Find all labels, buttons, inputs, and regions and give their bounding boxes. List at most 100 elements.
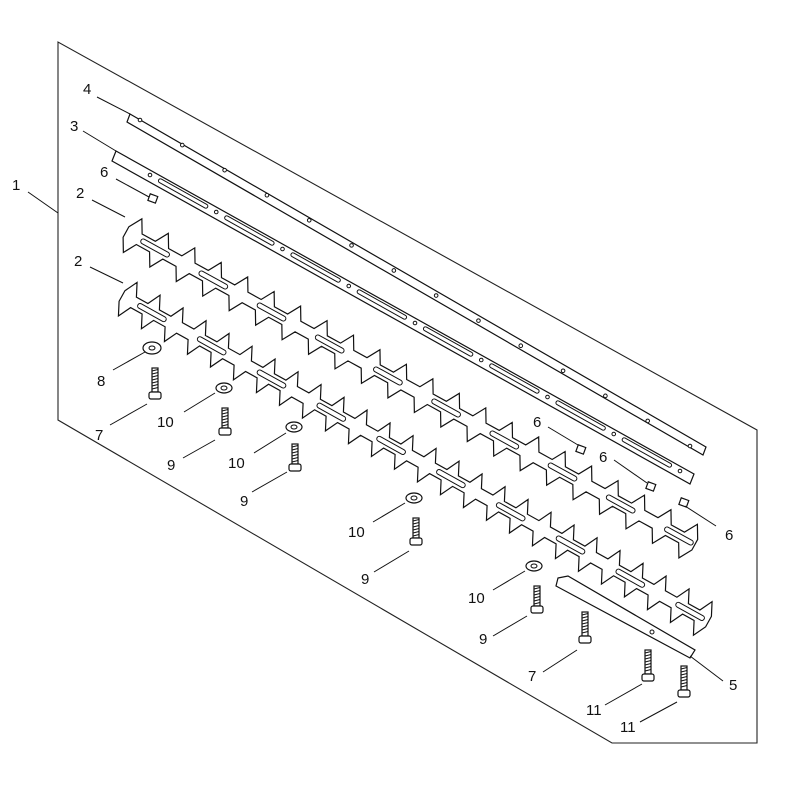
blade-slot xyxy=(198,270,229,290)
callout-9-c: 9 xyxy=(361,571,369,588)
lower-blade-part-2 xyxy=(117,281,713,637)
callout-6-a: 6 xyxy=(100,164,108,181)
blade-slot xyxy=(495,502,526,522)
blade-slot xyxy=(675,601,705,621)
blade-slot xyxy=(256,369,287,389)
strip-hole xyxy=(306,218,312,223)
blade-body xyxy=(117,281,713,637)
blade-slot xyxy=(256,302,287,322)
plate-hole xyxy=(412,320,418,326)
blade-slot xyxy=(376,435,406,455)
strip-hole xyxy=(645,418,650,424)
bolt-part-7-a xyxy=(148,367,162,400)
callout-4: 4 xyxy=(83,81,91,98)
blade-slot xyxy=(489,430,520,450)
bolt-part-9-d xyxy=(530,585,544,614)
blade-slot xyxy=(547,462,578,482)
blade-slot xyxy=(555,535,586,555)
lower-bar-part-5 xyxy=(555,575,696,659)
washer-part-10-d xyxy=(525,560,543,572)
callout-10-d: 10 xyxy=(468,590,485,607)
strip-hole xyxy=(518,343,524,348)
callout-8: 8 xyxy=(97,373,105,390)
callout-1: 1 xyxy=(12,177,20,194)
plate-slot xyxy=(621,437,673,468)
washer-part-10-b xyxy=(285,421,303,433)
callout-3: 3 xyxy=(70,118,78,135)
bolt-part-11-a xyxy=(641,649,655,682)
callout-10-b: 10 xyxy=(228,455,245,472)
callout-11-a: 11 xyxy=(586,702,602,719)
callout-labels: 1 4 3 6 2 2 8 7 10 9 10 9 6 6 6 10 9 10 … xyxy=(12,81,737,736)
nut-part-6-c xyxy=(645,481,657,492)
blade-slot xyxy=(436,469,466,489)
bolt-part-9-b xyxy=(288,443,302,472)
callout-7-a: 7 xyxy=(95,427,103,444)
plate-slot xyxy=(555,400,606,431)
plate-hole xyxy=(213,209,219,215)
blade-slot xyxy=(140,238,170,258)
strip-hole xyxy=(433,293,439,298)
plate-slot xyxy=(157,178,209,209)
callout-5: 5 xyxy=(729,677,737,694)
callout-10-a: 10 xyxy=(157,414,174,431)
callout-2-a: 2 xyxy=(76,185,84,202)
blade-slot xyxy=(314,334,345,354)
washer-part-10-a xyxy=(215,382,233,394)
strip-hole xyxy=(391,268,397,273)
upper-blade-part-2 xyxy=(122,217,699,559)
nut-part-6-d xyxy=(678,497,690,508)
blade-slot xyxy=(373,366,403,386)
blade-slot xyxy=(664,526,694,546)
plate-slot xyxy=(356,289,408,320)
strip-hole xyxy=(476,318,481,323)
callout-2-b: 2 xyxy=(74,253,82,270)
callout-9-b: 9 xyxy=(240,493,248,510)
callout-11-b: 11 xyxy=(620,719,636,736)
strip-hole xyxy=(222,167,227,173)
blade-slot xyxy=(431,398,461,418)
strip-hole xyxy=(349,243,354,248)
strip-hole xyxy=(180,142,185,148)
callout-6-d: 6 xyxy=(725,527,733,544)
plate-hole xyxy=(545,394,550,400)
strip-hole xyxy=(560,368,566,374)
plate-slot xyxy=(290,252,341,283)
strip-hole xyxy=(603,393,608,399)
callout-7-b: 7 xyxy=(528,668,536,685)
plate-hole xyxy=(346,283,352,289)
plate-slot xyxy=(422,326,474,357)
blade-slot xyxy=(196,336,227,356)
assembly-boundary xyxy=(57,41,758,744)
top-strip-part-4 xyxy=(126,113,707,456)
strip-hole xyxy=(264,192,270,198)
bolt-part-7-b xyxy=(578,611,592,644)
strip-hole xyxy=(687,443,693,449)
callout-9-d: 9 xyxy=(479,631,487,648)
strip-hole xyxy=(137,117,143,123)
plate-hole xyxy=(147,172,153,178)
bolts xyxy=(148,367,691,698)
nut-part-6-a xyxy=(147,193,159,204)
washer-part-8 xyxy=(142,341,162,355)
blade-body xyxy=(122,217,699,559)
callout-9-a: 9 xyxy=(167,457,175,474)
plate-slot xyxy=(224,215,275,246)
plate-hole xyxy=(478,357,484,363)
callout-10-c: 10 xyxy=(348,524,365,541)
bolt-part-9-a xyxy=(218,407,232,436)
bolt-part-9-c xyxy=(409,517,423,546)
blade-slot xyxy=(605,494,636,514)
plate-hole xyxy=(280,246,285,252)
guide-plate-part-3 xyxy=(111,150,695,485)
blade-slot xyxy=(137,303,167,323)
plate-slot xyxy=(489,363,540,394)
callout-6-c: 6 xyxy=(599,449,607,466)
bolt-part-11-b xyxy=(677,665,691,698)
blade-slot xyxy=(615,568,646,588)
plate-hole xyxy=(677,468,683,474)
leader-lines xyxy=(27,96,724,723)
blade-slot xyxy=(316,402,347,422)
callout-6-b: 6 xyxy=(533,414,541,431)
